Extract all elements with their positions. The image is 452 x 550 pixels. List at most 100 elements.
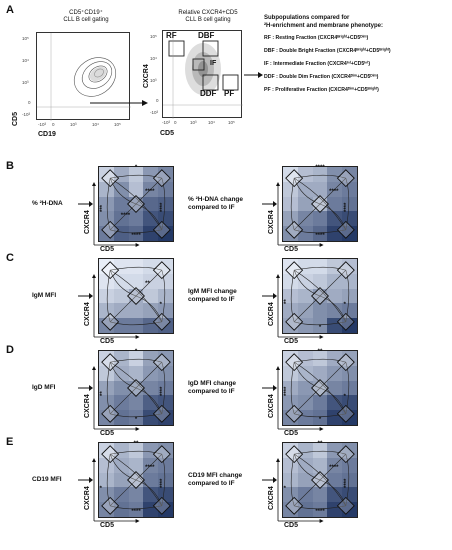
left-heatmap-grid	[98, 166, 174, 242]
comparison-arrow	[345, 270, 350, 322]
comparison-arrow	[319, 269, 347, 297]
significance-stars-bottom: *	[318, 325, 322, 331]
label-arrow-icon	[262, 201, 277, 207]
heatmap-cell	[283, 288, 298, 304]
heatmap-cell	[283, 318, 298, 333]
plot1-title-line1: CD5⁺CD19⁺	[69, 10, 103, 16]
plot2-xlabel: CD5	[160, 130, 175, 137]
heatmap-cell	[312, 318, 328, 333]
left-axis-arrows	[92, 458, 140, 523]
heatmap-cell	[143, 211, 159, 227]
subpop-rf: RF : Resting Fraction (CXCR4ᴮʳⁱᵍʰᵗ+CD5ᴰⁱ…	[264, 35, 369, 41]
comparison-arrow	[110, 229, 162, 234]
heatmap-cell	[327, 395, 343, 411]
plot2-ytick-1: 10⁴	[150, 56, 157, 61]
left-xlabel: CD5	[100, 430, 115, 437]
arrow-plot1-to-plot2	[90, 100, 148, 106]
heatmap-cell	[297, 318, 313, 333]
diamond-pf-icon	[152, 404, 171, 423]
diamond-dbf-icon	[152, 445, 171, 464]
diamond-rf-icon	[101, 353, 120, 372]
gate-label-if: IF	[210, 60, 217, 67]
heatmap-cell	[113, 410, 129, 425]
diamond-pf-icon	[336, 404, 355, 423]
heatmap-cell	[297, 380, 313, 396]
x-axis-arrowhead-icon	[135, 519, 140, 523]
comparison-arrow	[109, 362, 137, 389]
panel-letter-a: A	[6, 4, 14, 16]
subpop-title-line2: ²H-enrichment and membrane phenotype:	[264, 23, 384, 29]
comparison-arrow	[319, 387, 347, 414]
plot2-ytick-4: -10³	[150, 110, 159, 115]
right-metric-label-line1: % ²H-DNA change	[188, 196, 244, 203]
heatmap-cell	[158, 443, 173, 458]
heatmap-cell	[158, 365, 173, 381]
x-axis-arrowhead-icon	[135, 427, 140, 431]
left-heatmap-grid	[98, 258, 174, 334]
plot1-ytick-4: -10³	[22, 112, 31, 117]
diamond-pf-icon	[152, 220, 171, 239]
significance-stars-bottom: ****	[315, 509, 325, 515]
label-arrow-icon	[262, 385, 277, 391]
comparison-arrow	[293, 479, 321, 507]
comparison-arrow	[110, 321, 162, 326]
heatmap-cell	[312, 273, 328, 289]
heatmap-cell	[113, 196, 129, 212]
heatmap-cell	[99, 288, 114, 304]
heatmap-cell	[113, 288, 129, 304]
panel-letter-e: E	[6, 436, 14, 448]
y-axis-arrowhead-icon	[276, 366, 280, 370]
heatmap-cell	[113, 259, 129, 274]
diamond-rf-icon	[101, 169, 120, 188]
comparison-arrow	[293, 454, 321, 481]
heatmap-cell	[158, 502, 173, 517]
label-arrow-icon	[78, 201, 93, 207]
heatmap-cell	[312, 303, 328, 319]
right-axis-arrows	[276, 458, 324, 523]
heatmap-cell	[283, 196, 298, 212]
x-axis-arrowhead-icon	[135, 335, 140, 339]
plot1-ylabel: CD5	[12, 111, 19, 126]
y-axis-arrowhead-icon	[276, 182, 280, 186]
heatmap-cell	[99, 410, 114, 425]
comparison-arrow	[135, 387, 163, 414]
heatmap-cell	[128, 443, 144, 458]
heatmap-cell	[297, 472, 313, 488]
heatmap-cell	[283, 380, 298, 396]
left-metric-label: CD19 MFI	[32, 476, 62, 483]
heatmap-cell	[158, 226, 173, 241]
left-xlabel: CD5	[100, 522, 115, 529]
diamond-ddf-icon	[101, 496, 120, 515]
heatmap-cell	[128, 181, 144, 197]
diamond-ddf-icon	[101, 404, 120, 423]
comparison-arrow	[345, 178, 350, 230]
gate-label-dbf: DBF	[198, 31, 215, 40]
heatmap-cell	[158, 351, 173, 366]
comparison-arrow	[294, 266, 346, 271]
comparison-arrow	[290, 178, 295, 230]
heatmap-cell	[283, 259, 298, 274]
comparison-arrow	[319, 453, 347, 481]
subpopulation-legend: Subpopulations compared for ²H-enrichmen…	[264, 14, 450, 94]
comparison-arrow	[293, 295, 321, 323]
y-axis-arrowhead-icon	[92, 458, 96, 462]
comparison-arrow	[294, 450, 346, 455]
comparison-arrow	[294, 174, 346, 179]
heatmap-cell	[99, 487, 114, 503]
heatmap-cell	[158, 410, 173, 425]
gate-label-ddf: DDF	[200, 89, 217, 98]
heatmap-cell	[327, 318, 343, 333]
heatmap-cell	[327, 443, 343, 458]
diamond-pf-icon	[336, 496, 355, 515]
panel-letter-b: B	[6, 160, 14, 172]
left-ylabel: CXCR4	[84, 302, 91, 326]
heatmap-cell	[327, 288, 343, 304]
diamond-dbf-icon	[336, 261, 355, 280]
diamond-rf-icon	[101, 445, 120, 464]
heatmap-cell	[342, 318, 357, 333]
heatmap-cell	[113, 502, 129, 517]
heatmap-cell	[327, 211, 343, 227]
